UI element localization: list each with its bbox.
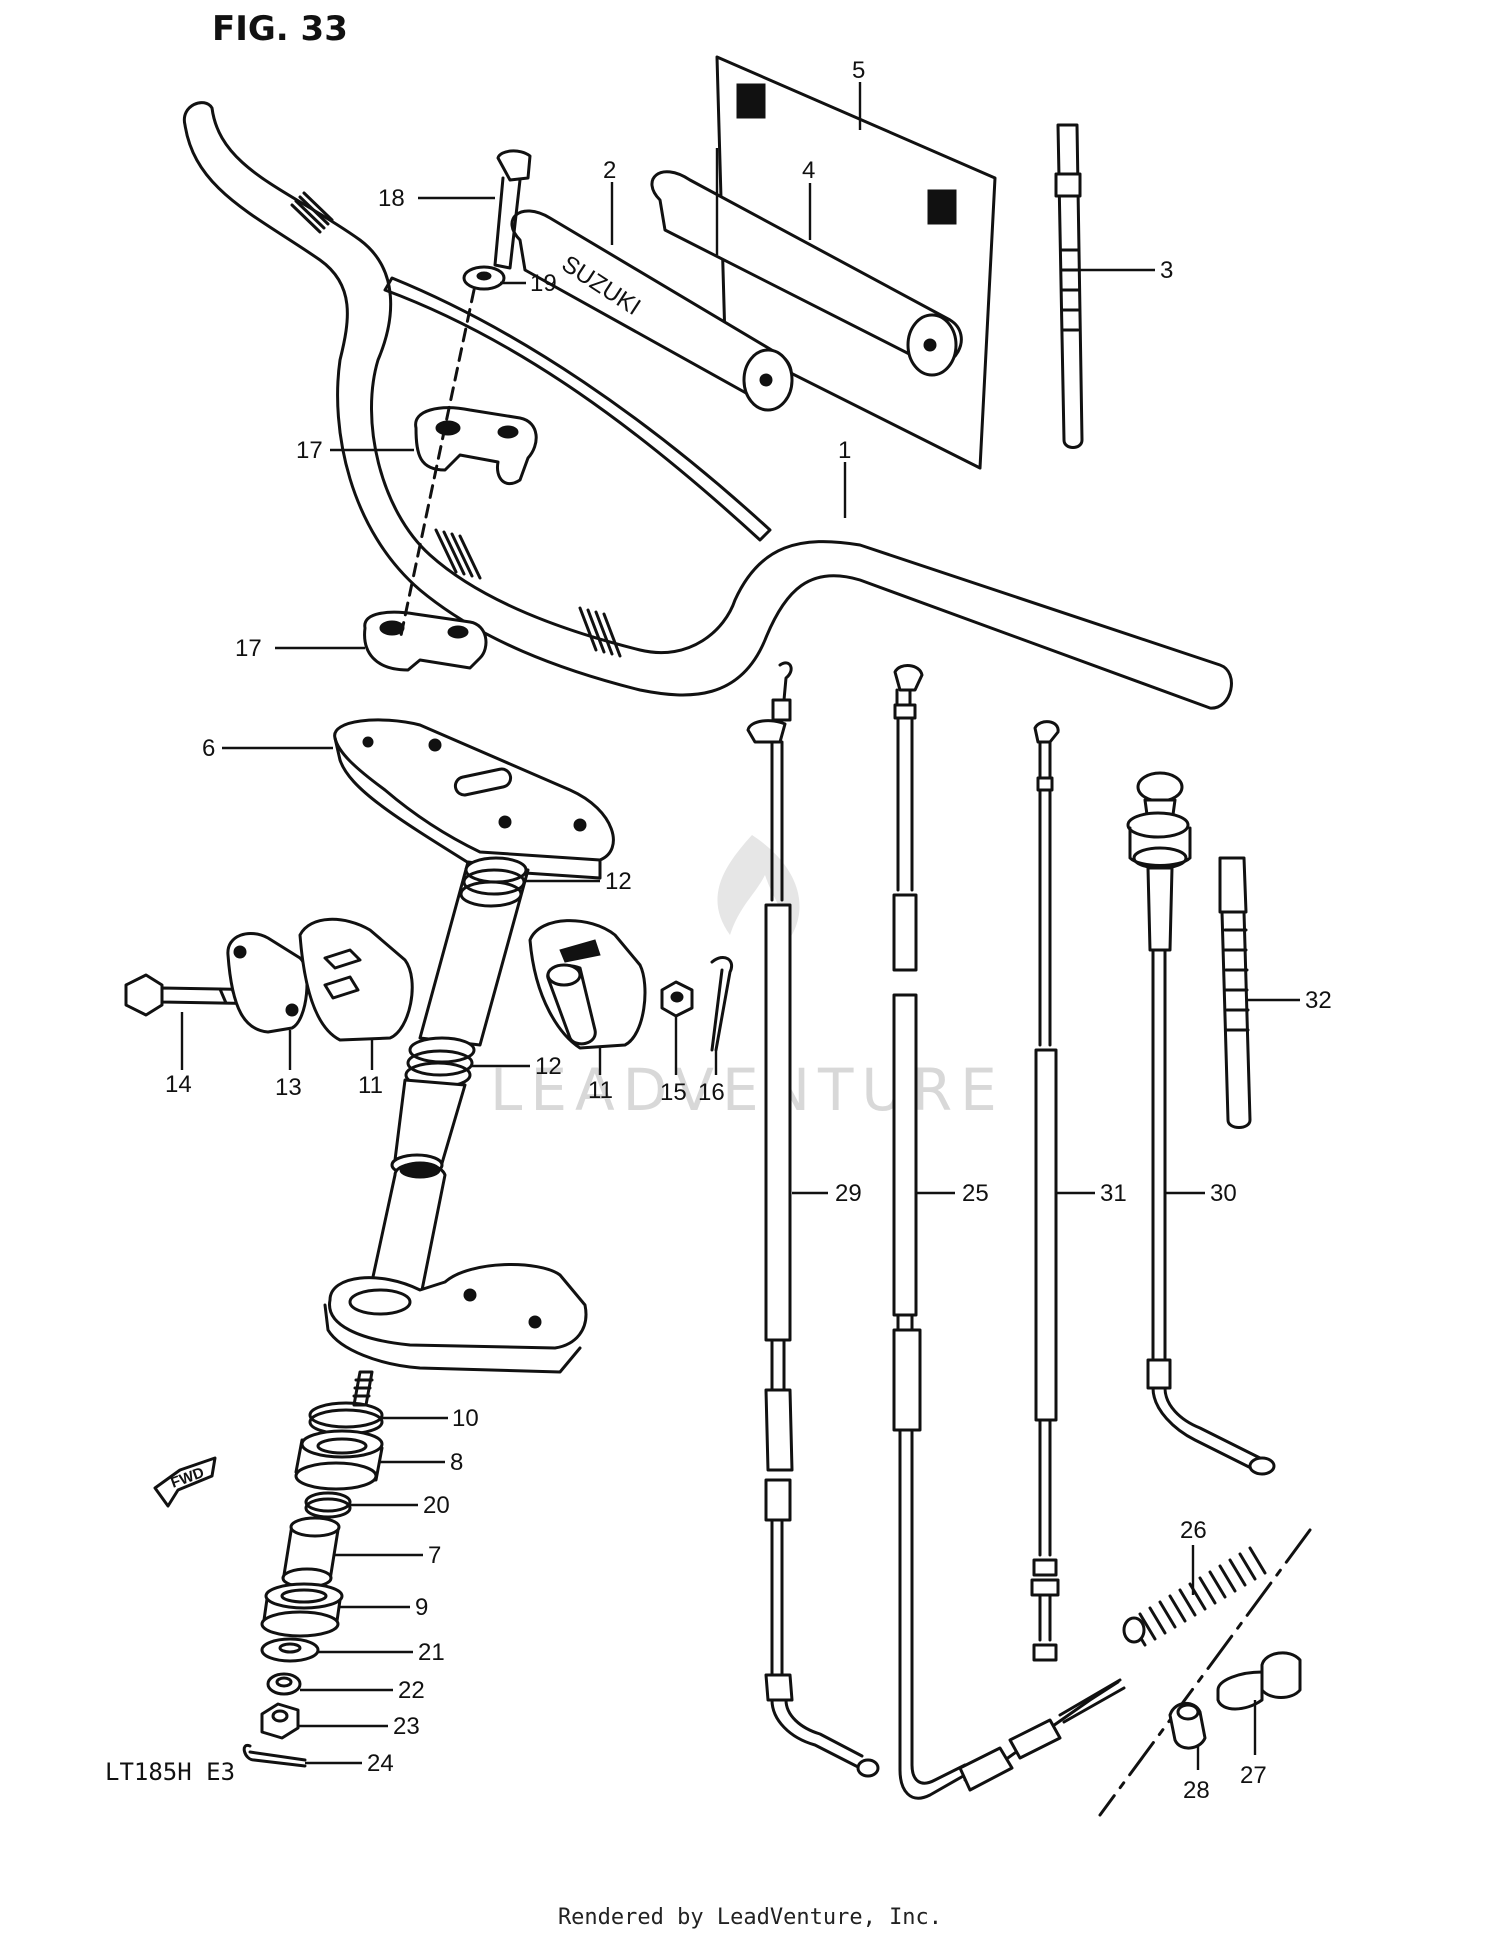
callout-7: 7	[428, 1542, 441, 1569]
callout-12-upper: 12	[605, 868, 632, 895]
cotter-pin-16-part	[710, 956, 733, 1052]
bushing-7-part	[281, 1516, 341, 1589]
washer-21-part	[260, 1637, 320, 1663]
figure-title: FIG. 33	[212, 9, 348, 49]
callout-2: 2	[603, 157, 616, 184]
callout-17-lower: 17	[235, 635, 262, 662]
handlebar-knurl	[290, 191, 622, 658]
callout-12-lower: 12	[535, 1053, 562, 1080]
callout-31: 31	[1100, 1180, 1127, 1207]
model-code: LT185H E3	[105, 1758, 235, 1786]
nut-28-part	[1168, 1701, 1207, 1750]
footer-credit: Rendered by LeadVenture, Inc.	[557, 1905, 943, 1930]
cable-25-part	[892, 664, 967, 1800]
callout-9: 9	[415, 1594, 428, 1621]
callout-20: 20	[423, 1492, 450, 1519]
handlebar-part	[182, 101, 1233, 710]
callout-30: 30	[1210, 1180, 1237, 1207]
bolt-axis-line	[398, 288, 476, 642]
callout-28: 28	[1183, 1777, 1210, 1804]
callout-22: 22	[398, 1677, 425, 1704]
callout-10: 10	[452, 1405, 479, 1432]
seal-20-part	[304, 1491, 352, 1519]
callout-8: 8	[450, 1449, 463, 1476]
clamp-11-left-part	[298, 917, 414, 1042]
callout-17-upper: 17	[296, 437, 323, 464]
callout-23: 23	[393, 1713, 420, 1740]
plate-13-part	[226, 932, 309, 1034]
bolt-27-part	[1216, 1651, 1302, 1711]
steering-shaft-lower-part	[366, 1161, 447, 1312]
callout-4: 4	[802, 157, 815, 184]
leader-lines	[180, 82, 1300, 1770]
cable-strap-32-part	[1218, 856, 1252, 1129]
callout-24: 24	[367, 1750, 394, 1777]
shaft-thread-part	[352, 1370, 374, 1407]
cable-strap-3-part	[1054, 123, 1084, 449]
seal-10-part	[308, 1401, 384, 1436]
upper-clamp-17-part	[414, 406, 538, 486]
callout-18: 18	[378, 185, 405, 212]
watermark-text: LEADVENTURE	[490, 1056, 1005, 1124]
nut-23-part	[260, 1702, 300, 1740]
callout-32: 32	[1305, 987, 1332, 1014]
bearing-8-part	[294, 1429, 384, 1491]
callout-5: 5	[852, 57, 865, 84]
callout-25: 25	[962, 1180, 989, 1207]
nut-15-part	[660, 980, 694, 1018]
washer-19-part	[462, 265, 506, 291]
assembly-axis-line	[1098, 1528, 1312, 1817]
callout-16: 16	[698, 1079, 725, 1106]
lower-plate-part	[323, 1263, 588, 1374]
pad-velcro-patch	[736, 83, 766, 119]
callout-13: 13	[275, 1074, 302, 1101]
callout-11-right: 11	[588, 1077, 613, 1104]
cotter-pin-24-part	[242, 1743, 307, 1768]
callout-11-left: 11	[358, 1072, 383, 1099]
bearing-9-part	[260, 1582, 344, 1638]
callout-27: 27	[1240, 1762, 1267, 1789]
washer-22-part	[266, 1672, 302, 1696]
callout-14: 14	[165, 1071, 192, 1098]
lower-clamp-17-part	[363, 610, 488, 672]
callouts: 1 2 3 4 5 6 7 8 9 10 11 11 12 12 13 14 1…	[165, 57, 1332, 1804]
callout-29: 29	[835, 1180, 862, 1207]
callout-6: 6	[202, 735, 215, 762]
steering-shaft-upper-part	[390, 856, 530, 1177]
callout-1: 1	[838, 437, 851, 464]
adjuster-26-part	[958, 1546, 1267, 1792]
pad-velcro-patch	[927, 189, 957, 225]
forward-arrow-icon: FWD	[153, 1456, 217, 1508]
cable-29-part	[746, 661, 880, 1778]
upper-plate-6-part	[333, 718, 615, 880]
callout-26: 26	[1180, 1517, 1207, 1544]
callout-3: 3	[1160, 257, 1173, 284]
callout-19: 19	[530, 270, 557, 297]
clamp-11-right-part	[528, 919, 647, 1050]
crossbar-pad-4-part	[650, 170, 963, 377]
callout-21: 21	[418, 1639, 445, 1666]
bolt-18-part	[493, 149, 532, 270]
callout-15: 15	[660, 1079, 687, 1106]
cable-31-part	[1030, 720, 1060, 1662]
cable-30-part	[1126, 771, 1276, 1476]
watermark-flame-icon	[717, 835, 800, 945]
